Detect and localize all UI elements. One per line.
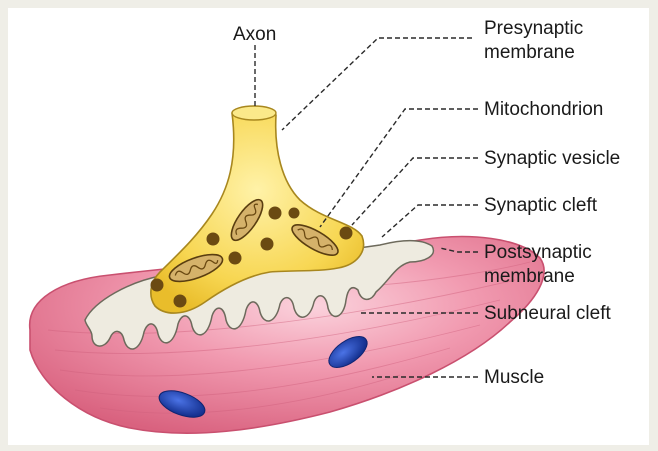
label-postsynaptic-line1: Postsynaptic [484, 242, 592, 263]
label-muscle: Muscle [484, 367, 544, 388]
label-synaptic-cleft: Synaptic cleft [484, 195, 598, 216]
axon-cut-end [232, 106, 276, 120]
synaptic-vesicle [174, 295, 187, 308]
leader-presynaptic [282, 38, 472, 130]
synaptic-vesicle [229, 252, 242, 265]
label-presynaptic-line1: Presynaptic [484, 18, 583, 39]
synaptic-vesicle [151, 279, 164, 292]
leader-mitochondrion [320, 109, 478, 227]
label-presynaptic-line2: membrane [484, 42, 575, 63]
label-postsynaptic-line2: membrane [484, 266, 575, 287]
label-subneural-cleft: Subneural cleft [484, 303, 611, 324]
synaptic-vesicle [261, 238, 274, 251]
label-mitochondrion: Mitochondrion [484, 99, 603, 120]
synaptic-vesicle [289, 208, 300, 219]
synaptic-vesicle [207, 233, 220, 246]
label-synaptic-vesicle: Synaptic vesicle [484, 148, 620, 169]
label-axon: Axon [233, 24, 276, 45]
leader-synaptic-cleft [382, 205, 478, 237]
leader-synaptic-vesicle [352, 158, 478, 225]
synaptic-vesicle [340, 227, 353, 240]
synaptic-vesicle [269, 207, 282, 220]
